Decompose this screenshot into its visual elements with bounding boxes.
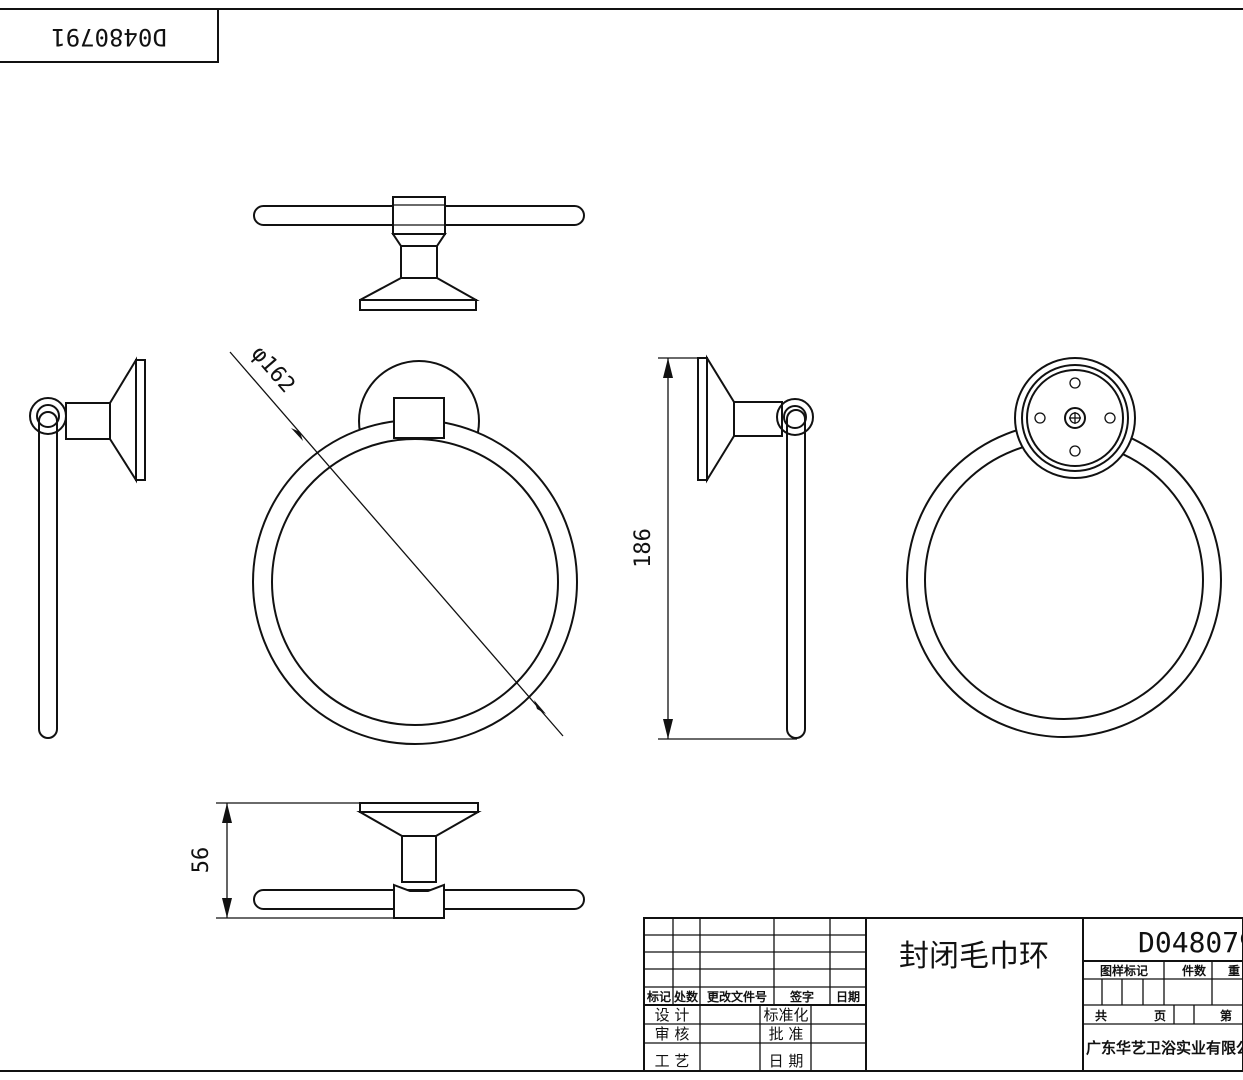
sign-design: 设 计 <box>655 1006 690 1024</box>
height-label: 186 <box>631 528 656 568</box>
front-view: φ162 <box>229 342 578 745</box>
rev-header-sign: 签字 <box>789 989 814 1004</box>
sign-review: 审 核 <box>655 1025 690 1043</box>
depth-dimension: 56 <box>189 802 394 919</box>
sheet-number-label: 第 <box>1220 1008 1232 1023</box>
sign-date: 日 期 <box>769 1052 804 1070</box>
company-name: 广东华艺卫浴实业有限公司 <box>1086 1039 1243 1057</box>
drawing-number-box: D0480791 <box>0 9 219 63</box>
top-view <box>253 196 585 311</box>
part-name: 封闭毛巾环 <box>899 939 1049 974</box>
drawing-number: D048079 <box>1138 926 1243 959</box>
right-side-view <box>697 354 814 739</box>
diameter-leader <box>229 351 564 737</box>
rev-header-date: 日期 <box>836 989 860 1004</box>
diameter-label: φ162 <box>246 342 300 398</box>
info-header-mark: 图样标记 <box>1100 963 1148 978</box>
sheet-total-label: 共 <box>1095 1008 1107 1023</box>
rev-header-count: 处数 <box>673 989 699 1004</box>
revision-grid <box>644 918 866 1071</box>
depth-label: 56 <box>189 847 214 874</box>
rotated-drawing-number: D0480791 <box>51 23 167 51</box>
sign-process: 工 艺 <box>655 1052 690 1070</box>
info-header-weight: 重 <box>1228 963 1240 978</box>
sign-standard: 标准化 <box>763 1006 808 1024</box>
bottom-view <box>253 802 585 919</box>
left-side-view <box>29 356 146 739</box>
sign-approve: 批 准 <box>769 1025 804 1043</box>
info-header-qty: 件数 <box>1182 963 1207 978</box>
rev-header-docno: 更改文件号 <box>707 989 767 1004</box>
title-block: 标记 处数 更改文件号 签字 日期 设 计 审 核 工 艺 标准化 批 准 日 … <box>643 917 1243 1072</box>
rev-header-mark: 标记 <box>646 989 671 1004</box>
rear-view <box>906 357 1222 738</box>
sheet-page-label: 页 <box>1154 1009 1166 1023</box>
height-dimension: 186 <box>631 357 797 740</box>
